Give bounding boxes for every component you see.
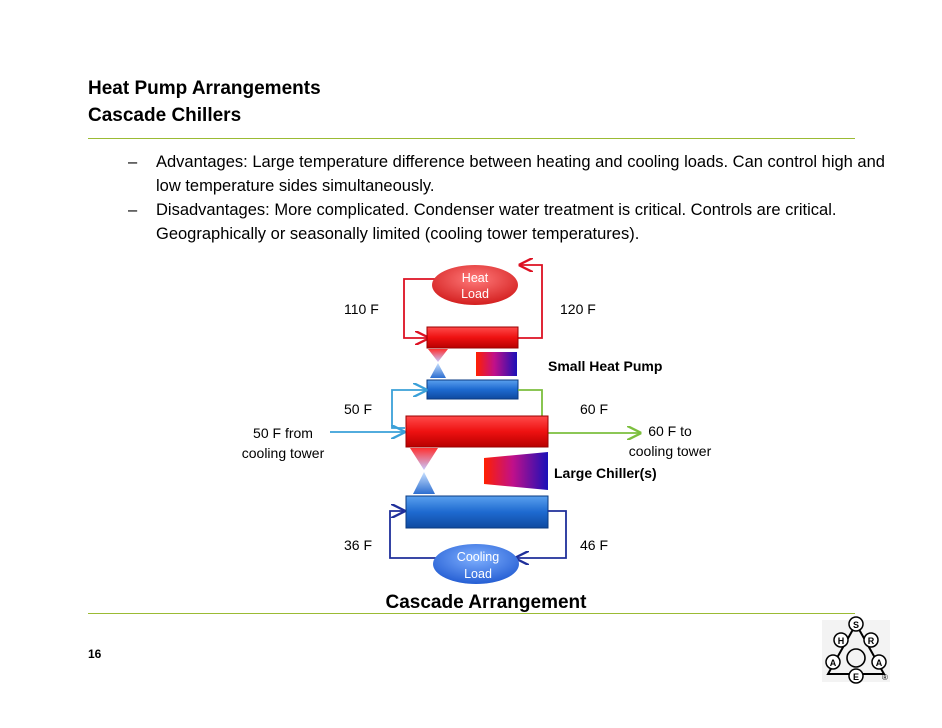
bullet-text: Advantages: Large temperature difference… — [156, 153, 885, 195]
logo-letter-r: R — [868, 636, 875, 646]
bullet-dash: – — [128, 153, 138, 171]
cooling-load-label-line1: Cooling — [457, 550, 499, 564]
tower-return-loop — [518, 389, 640, 433]
bullet-list: – Advantages: Large temperature differen… — [128, 150, 888, 246]
chiller-compressor — [484, 452, 548, 490]
temp-60: 60 F — [580, 401, 608, 417]
heat-load-label-line2: Load — [461, 287, 489, 301]
temp-120: 120 F — [560, 301, 596, 317]
top-divider — [88, 138, 855, 139]
chiller-condenser — [405, 415, 549, 448]
heat-load-label-line1: Heat — [462, 271, 489, 285]
slide-title: Heat Pump Arrangements — [88, 78, 321, 99]
logo-letter-e: E — [853, 672, 859, 682]
bullet-advantages: – Advantages: Large temperature differen… — [128, 150, 888, 198]
from-tower-label-line2: cooling tower — [242, 445, 325, 461]
to-tower-label-line2: cooling tower — [629, 443, 712, 459]
heat-load-node — [432, 265, 518, 305]
temp-110: 110 F — [344, 301, 379, 317]
chiller-expansion-valve — [410, 448, 438, 470]
logo-letter-a1: A — [830, 658, 837, 668]
temp-50: 50 F — [344, 401, 372, 417]
bullet-text: Disadvantages: More complicated. Condens… — [156, 201, 837, 243]
diagram-caption: Cascade Arrangement — [386, 592, 588, 613]
bullet-disadvantages: – Disadvantages: More complicated. Conde… — [128, 198, 888, 246]
cooling-load-label-line2: Load — [464, 567, 492, 581]
small-heat-pump-label: Small Heat Pump — [548, 358, 662, 374]
heat-load-loop — [403, 265, 543, 338]
page-number: 16 — [88, 647, 102, 661]
logo-letter-h: H — [838, 636, 845, 646]
bullet-dash: – — [128, 201, 138, 219]
bottom-divider — [88, 613, 855, 614]
slide-subtitle: Cascade Chillers — [88, 105, 242, 126]
temp-36: 36 F — [344, 537, 372, 553]
hp-condenser — [426, 326, 519, 349]
large-chiller — [405, 415, 549, 529]
hp-compressor — [476, 352, 517, 376]
cooling-load-node — [433, 544, 519, 584]
hp-evaporator — [426, 379, 519, 400]
chilled-water-loop — [389, 511, 567, 558]
large-chiller-label: Large Chiller(s) — [554, 465, 657, 481]
logo-registered-mark: ® — [882, 673, 888, 682]
chiller-evaporator — [405, 495, 549, 529]
from-tower-label-line1: 50 F from — [253, 425, 313, 441]
logo-letter-a2: A — [876, 658, 883, 668]
logo-letter-s: S — [853, 620, 859, 630]
small-heat-pump — [426, 326, 519, 400]
hp-expansion-valve — [428, 349, 448, 362]
ashrae-logo: S H R A E A ® — [822, 616, 890, 684]
temp-46: 46 F — [580, 537, 608, 553]
to-tower-label-line1: 60 F to — [648, 423, 692, 439]
